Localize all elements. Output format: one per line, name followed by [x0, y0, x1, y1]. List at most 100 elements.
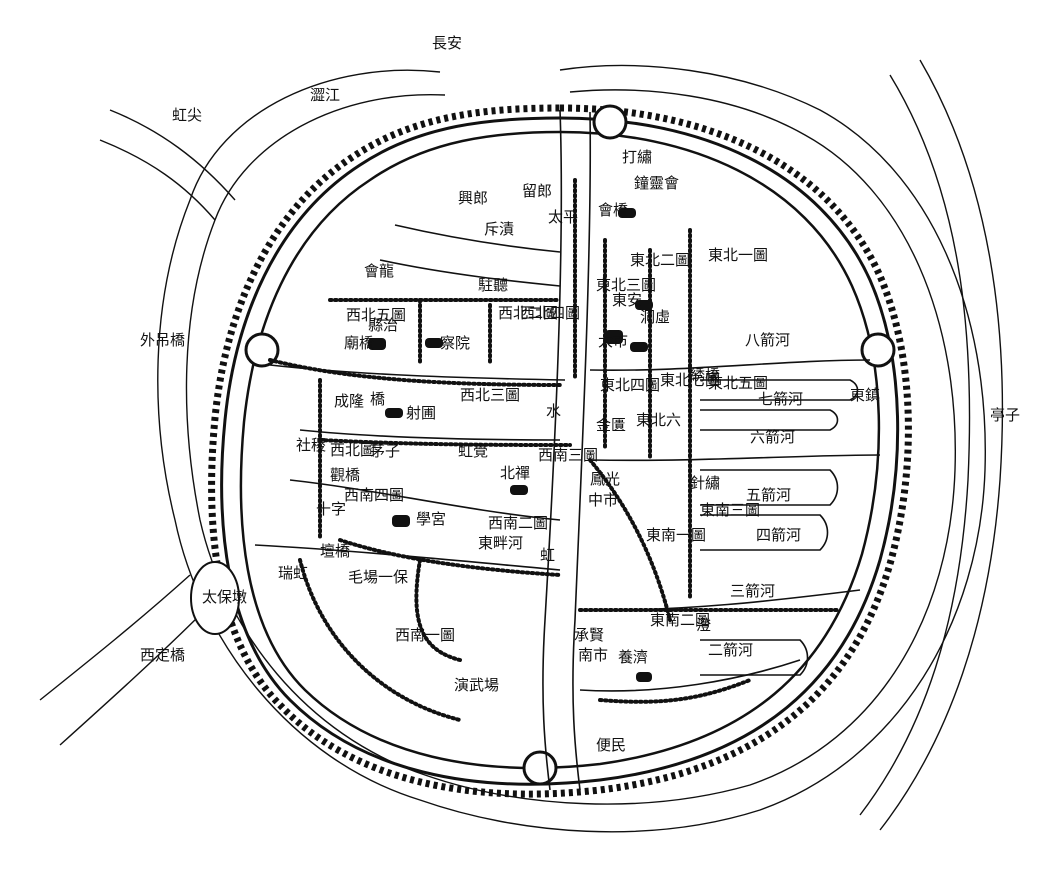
road-w-1: [268, 358, 562, 387]
fifth-arrow-river: [700, 469, 839, 506]
northwest-river: [109, 109, 236, 201]
ward-label-xinan3: 西南三圖: [538, 446, 598, 464]
bridge-label-zhongshi: 中市: [588, 491, 618, 509]
outer-moat-inner: [185, 89, 957, 805]
southwest-river: [39, 574, 191, 701]
gate-label-dongying: 東鎮: [850, 386, 880, 404]
north-gate: [592, 104, 628, 140]
building-marker: [635, 300, 653, 310]
place-label-dingzi: 亭子: [990, 406, 1020, 424]
ward-label-xinan2: 西南二圖: [488, 514, 548, 532]
bridge-label-tan: 壇橋: [320, 542, 350, 560]
bridge-label-huilong: 會龍: [364, 262, 394, 280]
ward-label-dongnan3: 東南三圖: [700, 501, 760, 519]
bridge-label-shizi: 十字: [316, 500, 346, 518]
east-gate: [860, 332, 896, 368]
canal-e: [289, 479, 561, 521]
canal-a: [394, 224, 561, 253]
ward-label-xibei4: 西北四圖: [520, 304, 580, 322]
canal-j: [579, 659, 801, 692]
building-marker: [385, 408, 403, 418]
east-river: [879, 59, 1004, 831]
bridge-label-shepu: 射圃: [406, 404, 436, 422]
canal-h: [589, 454, 881, 462]
bridge-label-zhenxiu: 針繡: [690, 474, 720, 492]
east-river-2: [859, 74, 971, 816]
southwest-river-2: [59, 609, 206, 746]
northwest-river-2: [99, 139, 216, 221]
bridge-label-taiping: 太平: [548, 208, 578, 226]
place-label-jiangzhi: 澀江: [310, 86, 340, 104]
city-wall-outer: [220, 116, 900, 786]
bridge-label-beichan: 北禪: [500, 464, 530, 482]
gate-label-ruihong: 瑞虹: [278, 564, 308, 582]
place-label-xianding: 西定橋: [140, 646, 185, 664]
ward-label-xinan1: 西南一圖: [395, 626, 455, 644]
ward-label-xinan4: 西南四圖: [344, 486, 404, 504]
building-marker: [368, 338, 386, 350]
place-label-waidiao: 外吊橋: [140, 331, 185, 349]
bridge-label-xuegong: 學宮: [416, 510, 446, 528]
river-label-chiqing: 斥漬: [484, 220, 514, 238]
river-label-erjian: 二箭河: [708, 641, 753, 659]
river-label-sanjian: 三箭河: [730, 582, 775, 600]
canal-g: [589, 359, 871, 372]
bridge-label-hong: 虹: [540, 546, 555, 564]
bridge-label-chengxian: 承賢: [574, 626, 604, 644]
road-s-2: [298, 558, 462, 722]
canal-i: [579, 589, 861, 612]
central-canal-west: [542, 109, 563, 791]
road-se-1: [588, 458, 672, 622]
second-arrow-river: [700, 639, 809, 676]
central-canal-east: [572, 111, 592, 791]
ward-label-xibei2: 西北二圖: [498, 304, 558, 322]
outer-moat-outer: [157, 64, 986, 833]
ward-label-dongbei5: 東北五圖: [708, 374, 768, 392]
bridge-label-hongjue: 虹覺: [458, 442, 488, 460]
building-marker: [618, 208, 636, 218]
ward-label-xibei3: 西北三圖: [460, 386, 520, 404]
bridge-label-miaoqiao: 廟橋: [344, 334, 374, 352]
bridge-label-yangji: 養濟: [618, 648, 648, 666]
bridge-label-dashi: 大市: [598, 332, 628, 350]
bridge-label-maochang: 毛場一保: [348, 568, 408, 586]
bridge-label-nanshi: 南市: [578, 646, 608, 664]
building-marker: [605, 330, 623, 344]
city-wall-inner: [239, 130, 881, 770]
bridge-label-mazi: 茅子: [370, 442, 400, 460]
building-marker: [392, 515, 410, 527]
place-label-taibaodun: 太保墩: [202, 588, 247, 606]
ward-label-dongnan2: 東南二圖: [650, 611, 710, 629]
seventh-arrow-river: [700, 409, 839, 431]
ward-label-dongbei3: 東北三圖: [596, 276, 656, 294]
bridge-label-xianzhi: 縣治: [368, 316, 398, 334]
building-marker: [425, 338, 443, 348]
river-label-qijian: 七箭河: [758, 390, 803, 408]
bridge-label-shui: 水: [546, 402, 561, 420]
river-label-wujian: 五箭河: [746, 486, 791, 504]
ward-label-dongbei2: 東北二圖: [630, 251, 690, 269]
place-label-changan: 長安: [432, 34, 462, 52]
building-marker: [510, 485, 528, 495]
road-w-3: [318, 438, 572, 447]
bridge-label-qiao: 橋: [370, 390, 385, 408]
bridge-label-huiqiao: 會橋: [598, 201, 628, 219]
bridge-label-sheji: 社稷: [296, 436, 326, 454]
place-label-hongjian: 虹尖: [172, 106, 202, 124]
bridge-label-chayuan: 察院: [440, 334, 470, 352]
bridge-label-zhongling: 鐘靈會: [634, 174, 679, 192]
gate-label-bianmin: 便民: [596, 736, 626, 754]
building-marker: [636, 672, 652, 682]
bridge-label-jinkui: 金匱: [596, 416, 626, 434]
river-label-liujian: 六箭河: [750, 428, 795, 446]
bridge-label-dongxiu: 洞虛: [640, 308, 670, 326]
bridge-label-guanqiao: 觀橋: [330, 466, 360, 484]
bridge-label-fengguang: 鳳光: [590, 470, 620, 488]
fourth-arrow-river: [700, 514, 829, 551]
taibao-mound: [190, 561, 240, 635]
south-gate: [522, 750, 558, 786]
bridge-label-cheng: 澄: [696, 616, 711, 634]
bridge-label-zhuting: 駐聽: [478, 276, 508, 294]
bridge-label-dongan: 東安: [612, 291, 642, 309]
city-wall-crenels: [208, 104, 912, 798]
